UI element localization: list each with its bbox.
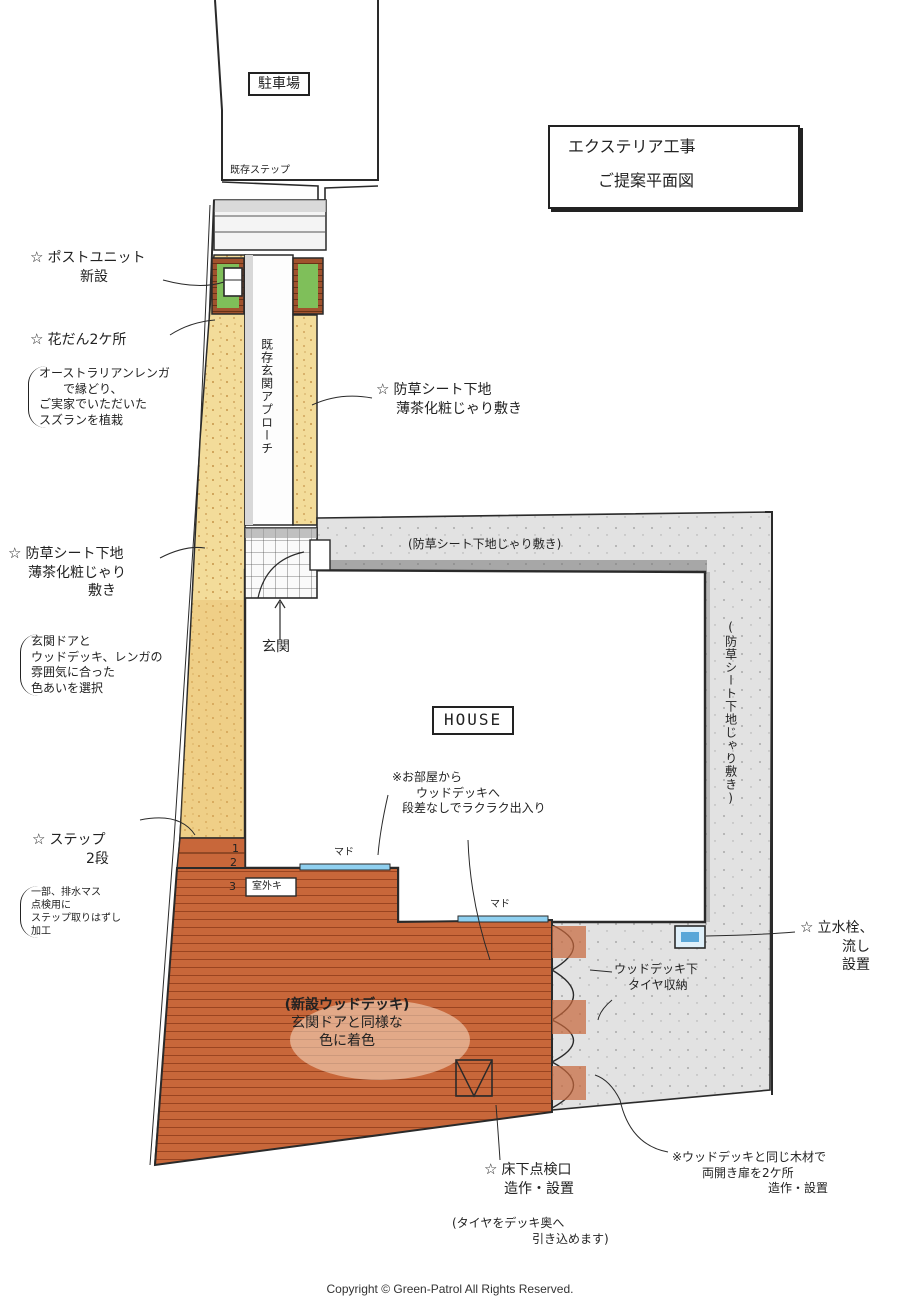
weed-sheet-left-line-1: 防草シート下地 (25, 546, 124, 562)
access-note: ※お部屋から ウッドデッキへ 段差なしでラクラク出入り (392, 770, 546, 817)
outdoor-unit (245, 877, 297, 897)
doors-note-line-1: ※ウッドデッキと同じ木材で (672, 1150, 827, 1164)
faucet-line-2: 流し (842, 938, 870, 955)
access-note-1: ※お部屋から (392, 770, 463, 784)
parking-outline (214, 0, 379, 181)
flowerbed-note-1: オーストラリアンレンガ (39, 366, 170, 380)
inspection-line-3: (タイヤをデッキ奥へ (452, 1216, 565, 1230)
top-strip-label: (防草シート下地じゃり敷き) (408, 537, 562, 551)
title-line-1: エクステリア工事 (568, 137, 696, 156)
window-2 (457, 915, 549, 923)
weed-sheet-left-line-3: 敷き (88, 582, 116, 599)
parking-step-edge (221, 181, 379, 201)
star-icon: ☆ (484, 1160, 498, 1178)
house-label: HOUSE (432, 706, 515, 735)
flowerbed-title: 花だん2ケ所 (47, 332, 127, 348)
inspection-note: (タイヤをデッキ奥へ 引き込めます) (452, 1216, 609, 1247)
access-note-2: ウッドデッキへ (416, 785, 501, 800)
door-note: 玄関ドアと ウッドデッキ、レンガの 雰囲気に合った 色あいを選択 (20, 634, 163, 697)
flowerbed-label: ☆花だん2ケ所 (30, 330, 126, 350)
window-1-label: マド (334, 847, 354, 858)
parking-label: 駐車場 (248, 72, 310, 97)
post-unit (223, 267, 243, 297)
step-note-1: 一部、排水マス (31, 887, 101, 898)
step-number-1: 1 (232, 842, 239, 855)
window-2-label: マド (490, 899, 510, 910)
copyright-text: Copyright © Green-Patrol All Rights Rese… (326, 1282, 574, 1296)
side-strip-label: (防草シート下地じゃり敷き) (723, 620, 738, 806)
door-note-2: ウッドデッキ、レンガの (31, 649, 163, 664)
entrance-step (309, 539, 331, 571)
deck-line-2: 玄関ドアと同様な (291, 1015, 403, 1032)
faucet-line-3: 設置 (842, 956, 870, 973)
existing-step-label: 既存ステップ (230, 165, 290, 176)
inspection-line-4: 引き込めます) (532, 1231, 609, 1246)
inspection-line-2: 造作・設置 (504, 1180, 574, 1197)
post-unit-line-2: 新設 (80, 268, 108, 285)
deck-line-3: 色に着色 (319, 1033, 375, 1050)
step-number-2: 2 (230, 856, 237, 869)
door-note-4: 色あいを選択 (31, 680, 104, 695)
doors-note-line-3: 造作・設置 (768, 1181, 829, 1196)
weed-sheet-right-line-2: 薄茶化粧じゃり敷き (396, 400, 522, 417)
weed-sheet-left-line-2: 薄茶化粧じゃり (28, 564, 126, 581)
step-count: 2段 (86, 850, 109, 867)
step-note-4: 加工 (31, 926, 51, 937)
flowerbed-note: オーストラリアンレンガ で縁どり、 ご実家でいただいた スズランを植栽 (28, 366, 170, 429)
tire-storage-line-2: タイヤ収納 (628, 977, 688, 992)
doors-note: ※ウッドデッキと同じ木材で 両開き扉を2ケ所 造作・設置 (672, 1150, 828, 1197)
faucet-line-1: 立水栓、 (817, 920, 874, 936)
site-boundary-right (765, 511, 773, 1095)
tire-storage-label: ウッドデッキ下 タイヤ収納 (614, 962, 698, 993)
title-box: エクステリア工事 ご提案平面図 (548, 125, 800, 209)
title-line-2: ご提案平面図 (598, 171, 695, 190)
step-note-3: ステップ取りはずし (31, 913, 121, 924)
window-1 (299, 863, 391, 871)
step-note-2: 点検用に (31, 900, 71, 911)
star-icon: ☆ (800, 918, 814, 936)
star-icon: ☆ (30, 330, 44, 348)
weed-sheet-right-label: ☆防草シート下地 薄茶化粧じゃり敷き (376, 380, 522, 418)
access-note-3: 段差なしでラクラク出入り (402, 801, 546, 816)
flowerbed-note-2: で縁どり、 (63, 381, 123, 396)
star-icon: ☆ (8, 544, 22, 562)
weed-sheet-left-label: ☆防草シート下地 薄茶化粧じゃり 敷き (8, 544, 126, 600)
door-note-1: 玄関ドアと (31, 634, 91, 648)
step-note: 一部、排水マス 点検用に ステップ取りはずし 加工 (20, 886, 121, 938)
star-icon: ☆ (376, 380, 390, 398)
inspection-line-1: 床下点検口 (501, 1162, 572, 1178)
door-note-3: 雰囲気に合った (31, 665, 116, 680)
faucet-label: ☆立水栓、 流し 設置 (800, 918, 873, 974)
entrance-label: 玄関 (262, 639, 290, 655)
deck-title: (新設ウッドデッキ) (284, 997, 410, 1013)
inspection-label: ☆床下点検口 造作・設置 (484, 1160, 574, 1198)
post-unit-label: ☆ポストユニット 新設 (30, 248, 145, 286)
flowerbed-note-4: スズランを植栽 (39, 412, 124, 427)
step-label: ☆ステップ 2段 (32, 830, 109, 868)
gravel-strip-approach (292, 314, 318, 526)
star-icon: ☆ (30, 248, 44, 266)
flowerbed-note-3: ご実家でいただいた (39, 397, 148, 412)
post-unit-line-1: ポストユニット (47, 250, 146, 266)
step-title: ステップ (49, 832, 106, 848)
star-icon: ☆ (32, 830, 46, 848)
outdoor-unit-label: 室外キ (252, 881, 282, 892)
entrance-porch (244, 527, 318, 599)
approach-label: 既存玄関アプローチ (259, 338, 274, 455)
step-number-3: 3 (229, 880, 236, 893)
doors-note-line-2: 両開き扉を2ケ所 (702, 1165, 794, 1180)
deck-label: (新設ウッドデッキ) 玄関ドアと同様な 色に着色 (262, 996, 432, 1051)
leader-lines (139, 279, 796, 1161)
tire-storage-line-1: ウッドデッキ下 (614, 962, 699, 976)
weed-sheet-right-line-1: 防草シート下地 (393, 382, 492, 398)
